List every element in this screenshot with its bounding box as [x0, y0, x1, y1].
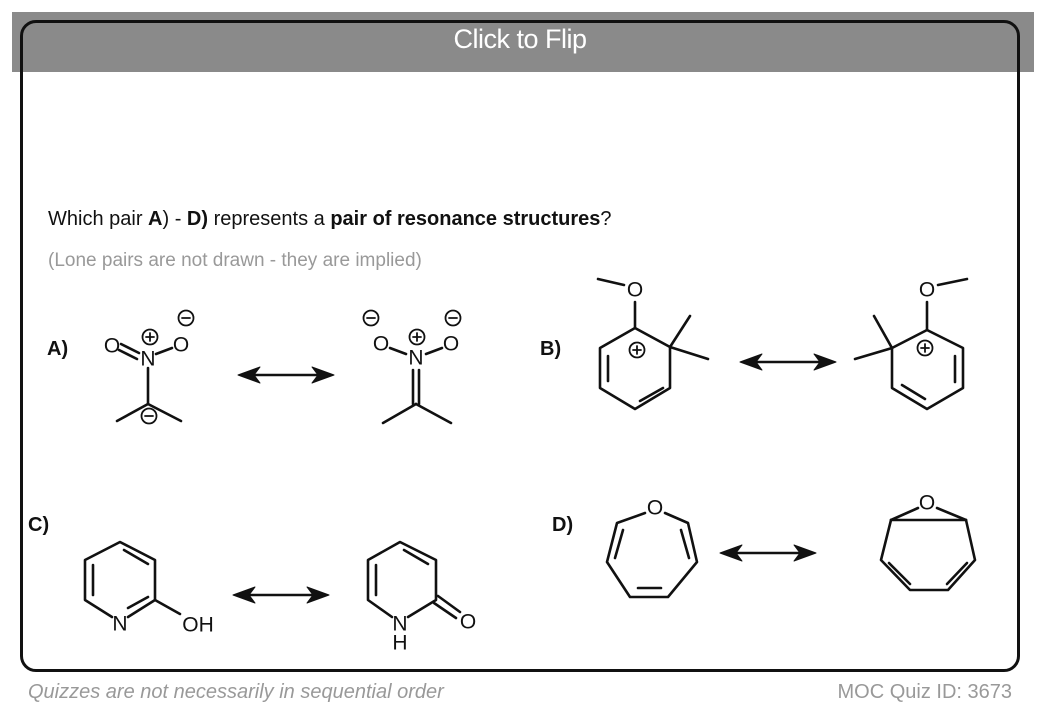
- negative-charge-icon: [362, 309, 380, 327]
- quiz-id: MOC Quiz ID: 3673: [837, 681, 1012, 703]
- click-to-flip-button[interactable]: Click to Flip: [453, 24, 587, 54]
- structure-a-left: O N O: [104, 309, 195, 425]
- atom-n: N: [112, 613, 127, 636]
- atom-n: N: [392, 613, 407, 636]
- resonance-arrow-icon: [236, 365, 336, 385]
- atom-o: O: [627, 279, 643, 302]
- negative-charge-icon: [444, 309, 462, 327]
- positive-charge-icon: [628, 341, 646, 359]
- atom-n: N: [140, 348, 155, 371]
- atom-o: O: [443, 333, 459, 356]
- question-text: Which pair A) - D) represents a pair of …: [48, 208, 612, 230]
- atom-n: N: [408, 347, 423, 370]
- positive-charge-icon: [916, 339, 934, 357]
- atom-o: O: [919, 492, 935, 515]
- sequence-note: Quizzes are not necessarily in sequentia…: [28, 681, 444, 703]
- option-a-label: A): [47, 338, 69, 360]
- negative-charge-icon: [177, 309, 195, 327]
- option-b-label: B): [540, 338, 562, 360]
- structure-b-right: O: [853, 277, 969, 411]
- atom-o: O: [919, 279, 935, 302]
- structure-c-right: N H O: [366, 540, 476, 655]
- hint-text: (Lone pairs are not drawn - they are imp…: [48, 250, 422, 271]
- structure-c-left: N OH: [83, 540, 214, 637]
- resonance-arrow-icon: [738, 352, 838, 372]
- flashcard[interactable]: [20, 20, 1020, 672]
- structure-d-right: O: [879, 492, 977, 592]
- resonance-arrow-icon: [718, 543, 818, 563]
- resonance-arrow-icon: [231, 585, 331, 605]
- atom-oh: OH: [182, 614, 214, 637]
- atom-o: O: [647, 497, 663, 520]
- atom-o: O: [173, 334, 189, 357]
- atom-o: O: [460, 611, 476, 634]
- negative-charge-icon: [140, 407, 158, 425]
- structure-a-right: O N O: [362, 309, 462, 425]
- positive-charge-icon: [141, 328, 159, 346]
- structure-d-left: O: [605, 497, 699, 599]
- atom-h: H: [392, 632, 407, 655]
- structure-b-left: O: [596, 277, 710, 411]
- option-c-label: C): [28, 514, 50, 536]
- atom-o: O: [104, 335, 120, 358]
- atom-o: O: [373, 333, 389, 356]
- option-d-label: D): [552, 514, 574, 536]
- positive-charge-icon: [408, 328, 426, 346]
